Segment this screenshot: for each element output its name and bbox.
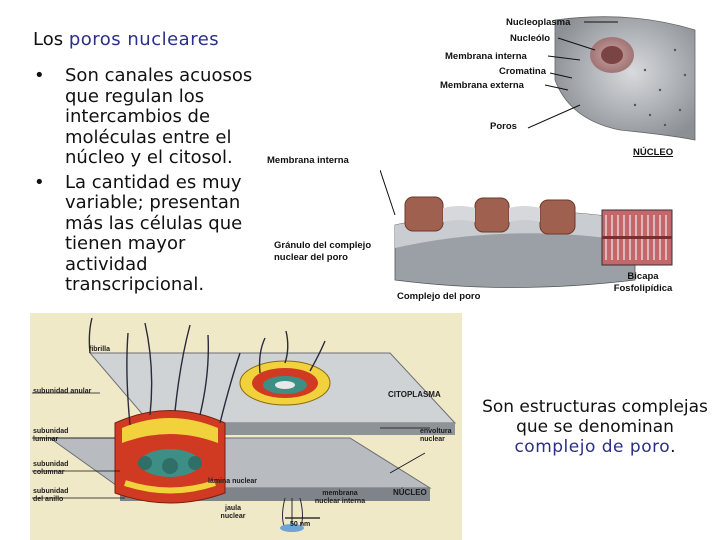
caption-text: Son estructuras complejas que se denomin… — [482, 397, 708, 437]
label-escala: 50 nm — [290, 521, 311, 528]
label-membrana-nuclear-interna: membrana nuclear interna — [314, 490, 366, 505]
label-subunidad-anular: subunidad anular — [33, 388, 92, 395]
label-jaula: jaula nuclear — [220, 505, 246, 520]
caption-highlight: complejo de poro — [514, 437, 671, 457]
nucleus-sphere — [554, 16, 696, 141]
label-poros: Poros — [490, 121, 517, 132]
label-bicapa: Bicapa Fosfolipídica — [613, 271, 673, 294]
label-nucleoplasma: Nucleoplasma — [506, 17, 571, 28]
label-lamina: lámina nuclear — [208, 478, 258, 485]
label-membrana-externa: Membrana externa — [440, 80, 524, 91]
bullet-item: La cantidad es muy variable; presentan m… — [30, 172, 270, 296]
label-citoplasma: CITOPLASMA — [388, 390, 441, 399]
label-nucleo-lower: NÚCLEO — [393, 488, 427, 497]
caption-end: . — [670, 437, 676, 457]
label-envoltura: envoltura nuclear — [420, 428, 452, 443]
nucleus-figure — [380, 16, 696, 288]
slide-title: Los poros nucleares — [33, 29, 219, 50]
pore-complex-figure — [30, 313, 462, 540]
label-subunidad-anillo: subunidad del anillo — [33, 488, 69, 503]
label-nucleolo: Nucleólo — [510, 33, 551, 44]
label-complejo: Complejo del poro — [397, 291, 481, 302]
label-cromatina: Cromatina — [499, 66, 546, 77]
label-subunidad-columnar: subunidad columnar — [33, 461, 69, 476]
label-subunidad-luminar: subunidad luminar — [33, 428, 69, 443]
bullet-item: Son canales acuosos que regulan los inte… — [30, 65, 270, 169]
label-membrana-interna-top: Membrana interna — [445, 51, 527, 62]
title-prefix: Los — [33, 29, 69, 50]
label-granulo: Gránulo del complejo nuclear del poro — [274, 240, 372, 263]
bullet-list: Son canales acuosos que regulan los inte… — [30, 65, 270, 300]
caption: Son estructuras complejas que se denomin… — [480, 397, 710, 457]
label-membrana-interna: Membrana interna — [267, 155, 349, 166]
label-nucleo: NÚCLEO — [633, 147, 674, 158]
title-highlight: poros nucleares — [68, 29, 220, 50]
label-fibrilla: fibrilla — [89, 346, 111, 353]
